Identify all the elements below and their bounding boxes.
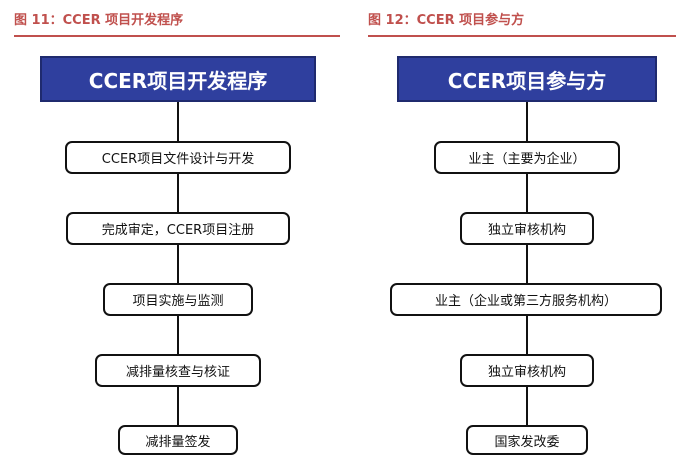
- left-step-5: 减排量签发: [118, 425, 238, 455]
- left-step-2: 完成审定，CCER项目注册: [66, 212, 290, 245]
- left-figure-title: 图 11：CCER 项目开发程序: [14, 13, 184, 28]
- right-step-1: 业主（主要为企业）: [434, 141, 620, 174]
- right-figure-title: 图 12：CCER 项目参与方: [368, 13, 525, 28]
- right-step-5: 国家发改委: [466, 425, 588, 455]
- right-step-3: 业主（企业或第三方服务机构）: [390, 283, 662, 316]
- left-step-4: 减排量核查与核证: [95, 354, 261, 387]
- right-title-rule: [368, 35, 676, 37]
- right-step-4: 独立审核机构: [460, 354, 594, 387]
- left-header-box: CCER项目开发程序: [40, 56, 316, 102]
- right-header-box: CCER项目参与方: [397, 56, 657, 102]
- left-step-1: CCER项目文件设计与开发: [65, 141, 291, 174]
- right-step-2: 独立审核机构: [460, 212, 594, 245]
- left-step-3: 项目实施与监测: [103, 283, 253, 316]
- left-title-rule: [14, 35, 340, 37]
